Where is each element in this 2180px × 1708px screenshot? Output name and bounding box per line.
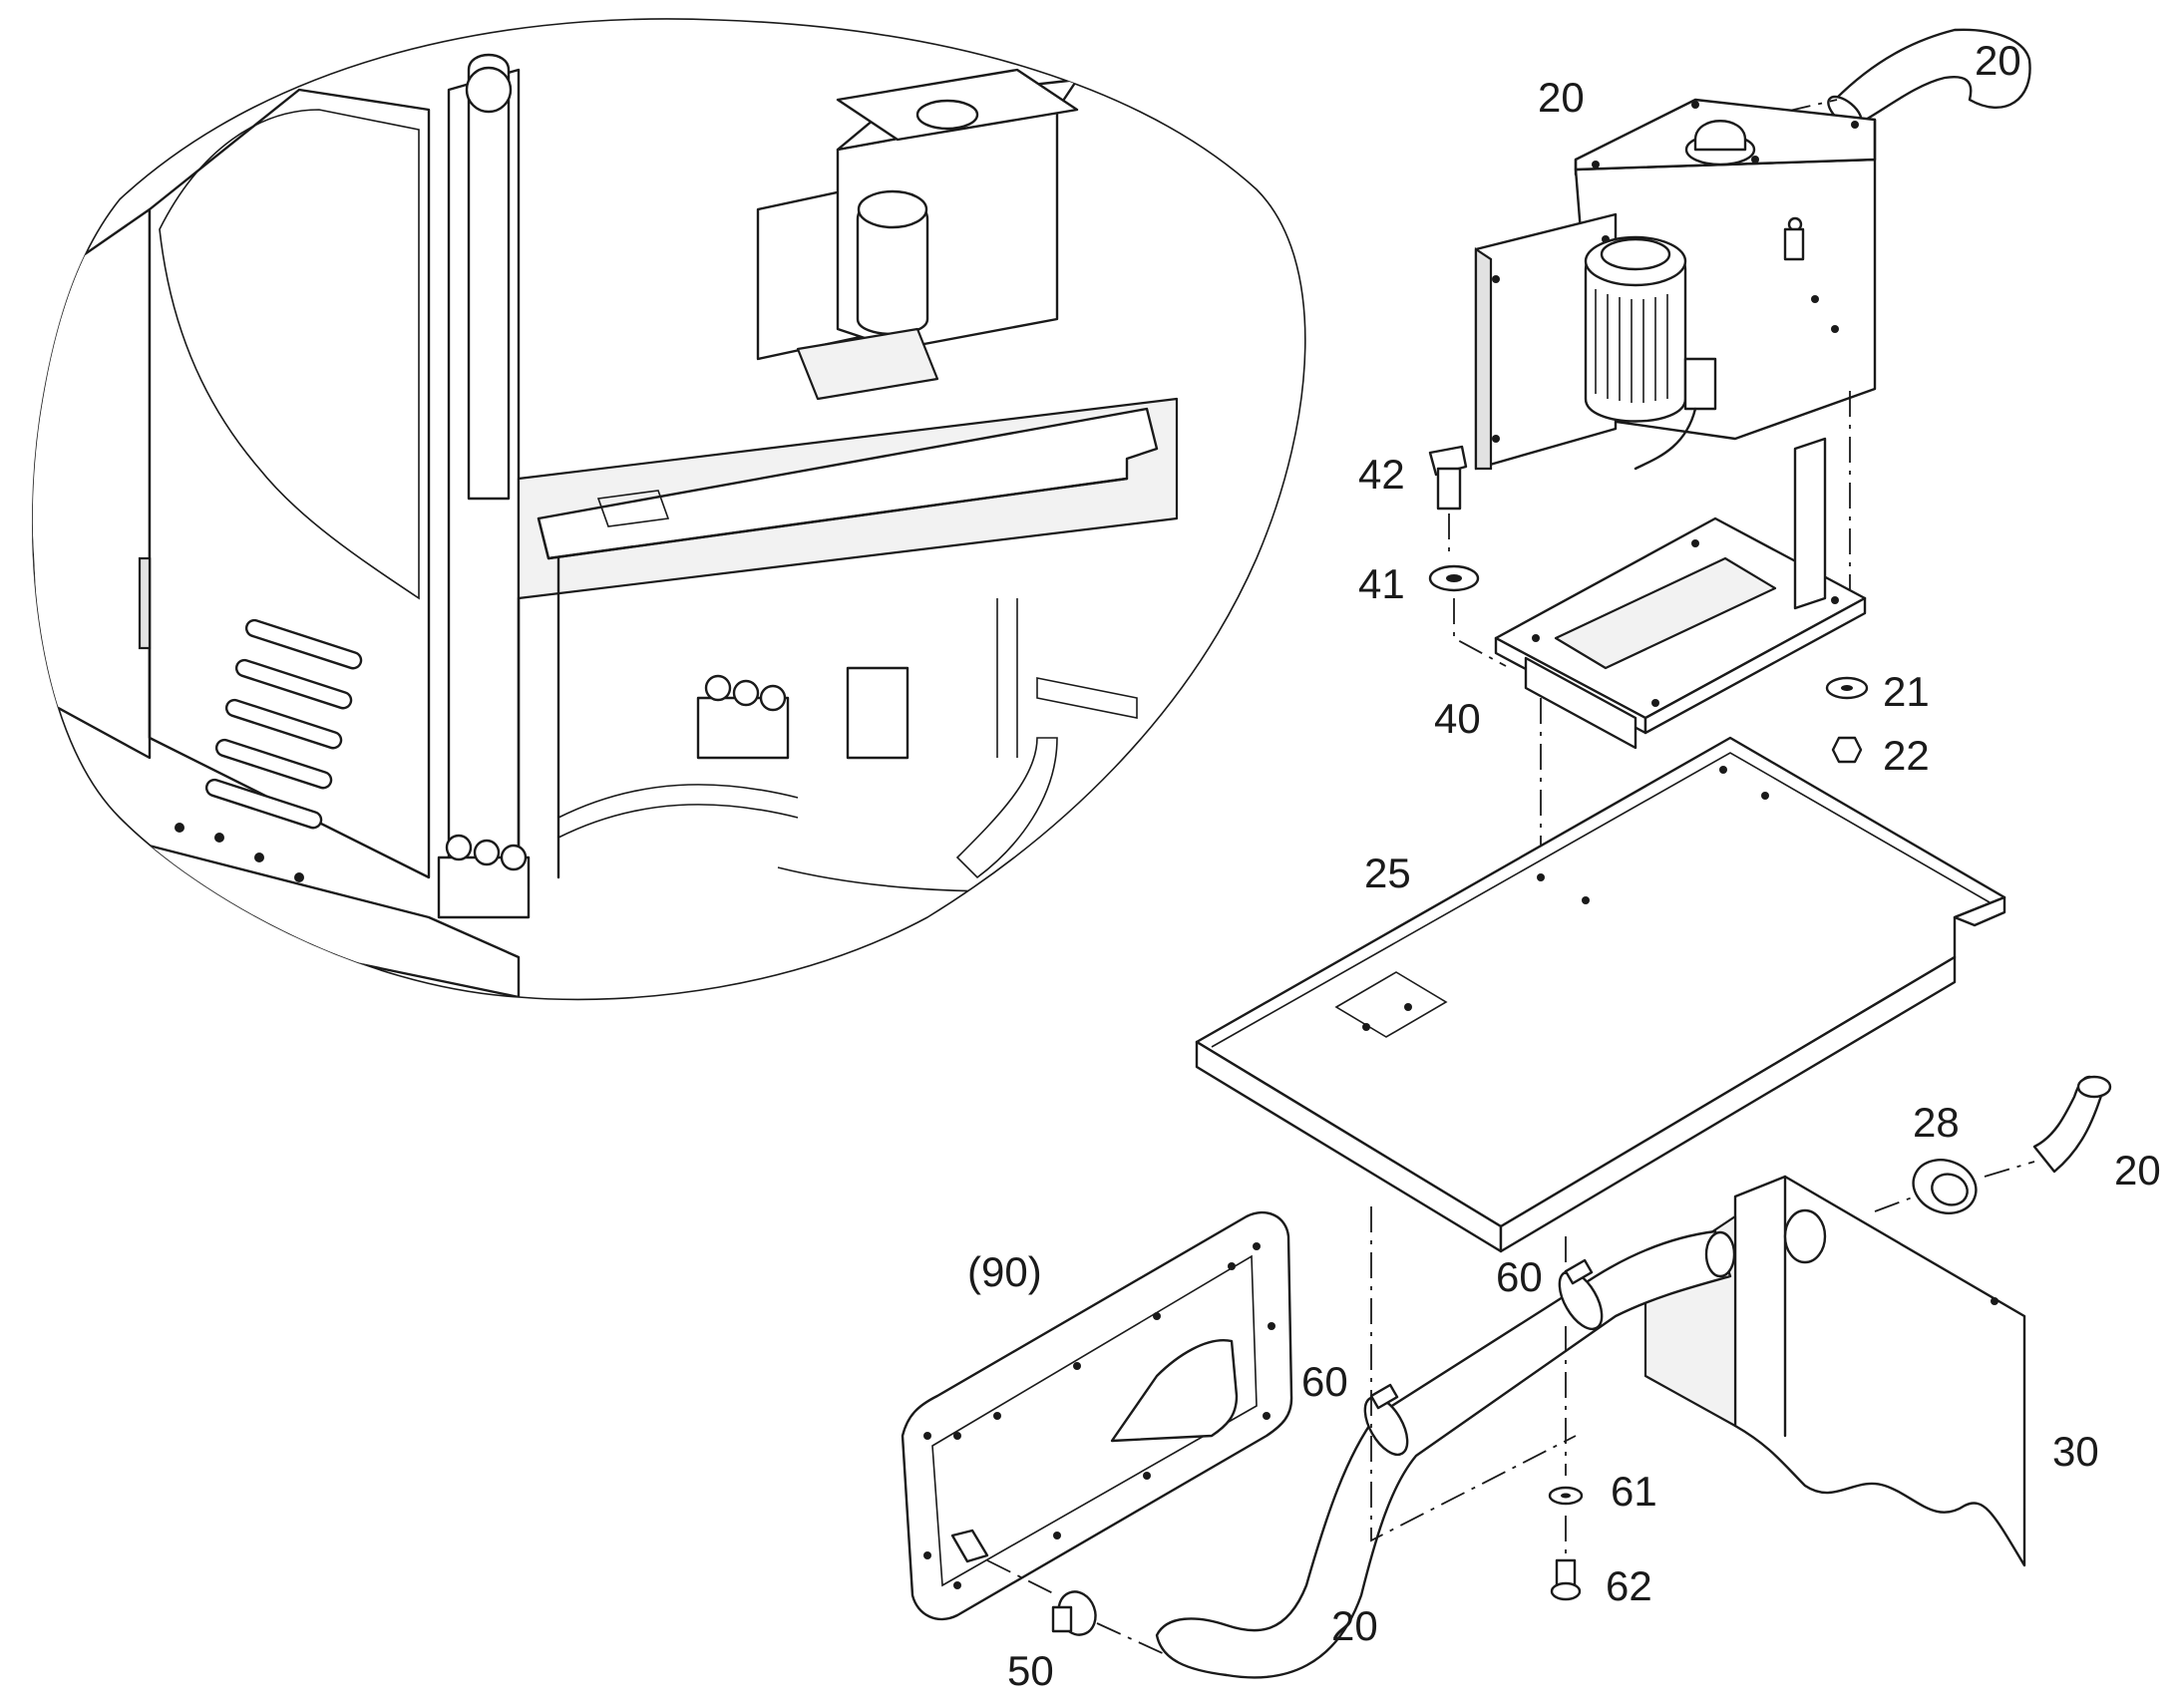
callout-20-right-hose: 20 — [2114, 1147, 2161, 1194]
vent-slots — [204, 618, 363, 830]
callout-41: 41 — [1358, 560, 1405, 607]
bolt-42 — [1428, 445, 1468, 511]
callout-28: 28 — [1913, 1099, 1960, 1146]
callout-50: 50 — [1007, 1647, 1054, 1694]
installed-pump-unit — [756, 68, 1079, 401]
hose-clamp-60-lower — [1363, 1383, 1409, 1457]
callout-20-pump-unit: 20 — [1538, 74, 1585, 121]
hose-20-main — [1155, 1229, 1736, 1679]
callout-25: 25 — [1364, 850, 1411, 896]
callout-61: 61 — [1611, 1468, 1657, 1515]
callout-labels: 20 20 42 41 21 22 40 25 28 20 (90) 60 60… — [967, 37, 2161, 1694]
callout-60-lower: 60 — [1301, 1358, 1348, 1405]
callout-90: (90) — [967, 1248, 1042, 1295]
callout-21: 21 — [1883, 668, 1930, 715]
callout-42: 42 — [1358, 451, 1405, 498]
cover-90 — [901, 1210, 1293, 1621]
clamp-50 — [1051, 1590, 1097, 1636]
pump-tank-unit — [1474, 98, 1877, 471]
callout-20-top-hose: 20 — [1975, 37, 2021, 84]
installed-view — [31, 18, 1306, 1001]
bracket-40 — [1494, 437, 1867, 750]
callout-60-upper: 60 — [1496, 1253, 1543, 1300]
callout-22: 22 — [1883, 732, 1930, 779]
callout-20-bottom-hose: 20 — [1331, 1602, 1378, 1649]
table-plate-25 — [1195, 736, 2006, 1253]
callout-62: 62 — [1606, 1562, 1652, 1609]
callout-30: 30 — [2052, 1428, 2099, 1475]
hose-20-right — [2032, 1075, 2112, 1174]
callout-40: 40 — [1434, 695, 1481, 742]
cab-panel-left — [32, 207, 152, 760]
hose-clamp-60-upper — [1558, 1258, 1604, 1331]
nut-22 — [1831, 736, 1863, 764]
screw-62 — [1550, 1558, 1582, 1601]
grommet-28 — [1912, 1159, 1978, 1214]
valve-blocks — [437, 666, 909, 919]
